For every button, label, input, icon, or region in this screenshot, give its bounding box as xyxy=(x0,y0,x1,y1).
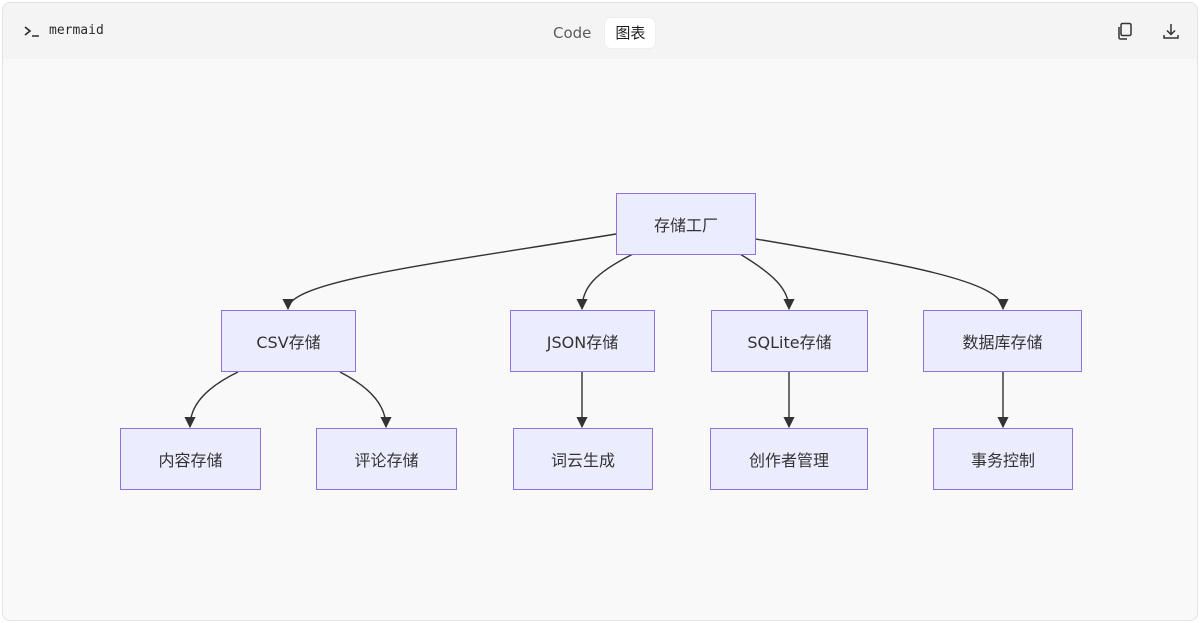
node-wordcloud: 词云生成 xyxy=(513,428,653,490)
node-root: 存储工厂 xyxy=(616,193,756,255)
edge-csv-content xyxy=(184,371,239,429)
node-tx: 事务控制 xyxy=(933,428,1073,490)
node-content: 内容存储 xyxy=(120,428,261,490)
node-csv: CSV存储 xyxy=(221,310,356,372)
tab-code[interactable]: Code xyxy=(553,24,592,42)
header-actions xyxy=(1115,21,1181,41)
language-label: mermaid xyxy=(49,23,104,38)
edge-root-json xyxy=(576,253,634,311)
terminal-prompt-icon xyxy=(24,25,39,37)
code-block-header: mermaid Code 图表 xyxy=(3,3,1197,59)
edge-root-sqlite xyxy=(739,253,795,311)
tab-diagram[interactable]: 图表 xyxy=(605,18,656,48)
diagram-edges xyxy=(184,233,1009,429)
node-comment: 评论存储 xyxy=(316,428,457,490)
node-json: JSON存储 xyxy=(510,310,655,372)
node-sqlite: SQLite存储 xyxy=(711,310,868,372)
diagram-canvas: 存储工厂 CSV存储 JSON存储 SQLite存储数据库存储内容存储评论存储词云生成… xyxy=(3,59,1197,620)
language-label-group: mermaid xyxy=(23,23,104,38)
node-db: 数据库存储 xyxy=(923,310,1082,372)
download-icon[interactable] xyxy=(1161,21,1181,41)
edge-csv-comment xyxy=(339,371,392,429)
view-tabs: Code 图表 xyxy=(543,17,656,49)
copy-icon[interactable] xyxy=(1115,21,1135,41)
node-creator: 创作者管理 xyxy=(710,428,868,490)
edge-root-csv xyxy=(282,233,617,311)
edge-root-db xyxy=(755,238,1009,311)
